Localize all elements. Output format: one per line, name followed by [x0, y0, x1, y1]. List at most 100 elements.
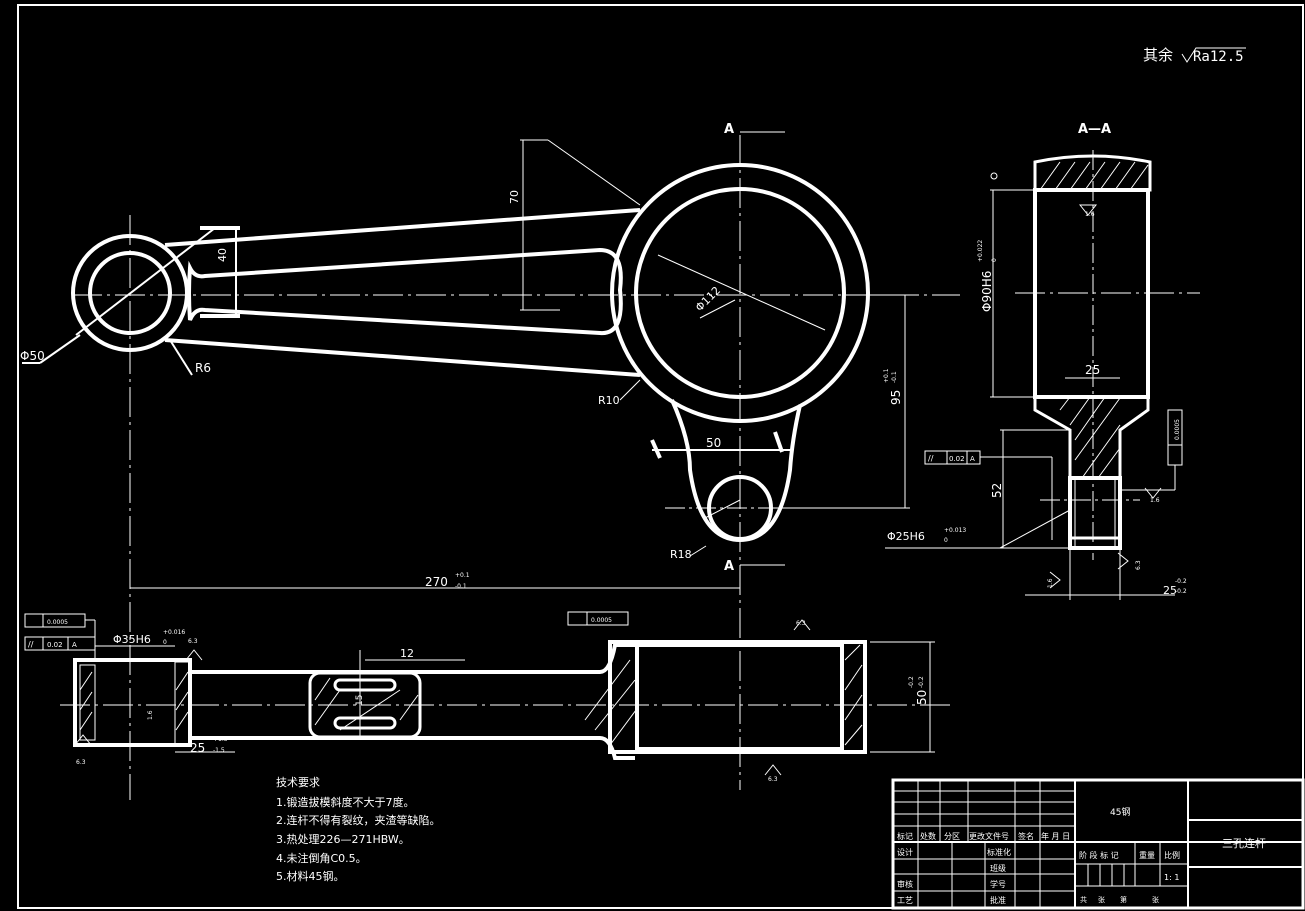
tol-90-lo: 0 — [991, 258, 998, 262]
dim-h15: 15 — [355, 695, 365, 706]
dim-w25c: 25 — [190, 741, 205, 755]
tol-95-up: +0.1 — [883, 368, 890, 383]
tb-stage-label: 比例 — [1164, 850, 1180, 860]
tb-row-label: 更改文件号 — [969, 831, 1009, 841]
tol-50-lo: -0.2 — [918, 676, 925, 688]
tol-cyl1: 0.0005 — [1174, 419, 1181, 440]
dim-h52: 52 — [990, 483, 1004, 498]
tb-left-label: 设计 — [897, 847, 913, 857]
tol-90-up: +0.022 — [977, 240, 984, 262]
tol-270-lo: -0.1 — [455, 583, 467, 590]
title-block-labels: 45钢 三孔连杆 标记 处数 分区 更改文件号 签名 年 月 日 设计 审核 工… — [897, 806, 1266, 905]
dim-h95: 95 — [889, 390, 903, 405]
rough-1-6-c: 1.6 — [1047, 578, 1054, 588]
bottom-view — [24, 587, 950, 760]
tb-row-label: 分区 — [944, 832, 960, 841]
tech-req-item: 2.连杆不得有裂纹，夹渣等缺陷。 — [276, 813, 441, 827]
section-title: A—A — [1078, 122, 1111, 137]
tb-sheet-label: 第 — [1120, 895, 1127, 904]
tech-req-title: 技术要求 — [276, 776, 320, 789]
tol-par1-ref: A — [970, 455, 975, 463]
tb-row-label: 标记 — [897, 831, 913, 841]
dim-h50: 50 — [915, 690, 929, 705]
dim-r10: R10 — [598, 394, 620, 407]
front-view — [22, 131, 960, 800]
title-block — [891, 778, 1305, 910]
tb-row-label: 年 月 日 — [1041, 831, 1070, 841]
tb-mid-label: 班级 — [990, 863, 1006, 873]
surface-note: 其余 Ra12.5 — [1143, 46, 1246, 65]
rough-6-3-c: 6.3 — [796, 620, 806, 627]
tol-par2-ref: A — [72, 641, 77, 649]
tol-par1-sym: // — [928, 454, 934, 463]
rough-1-6-b: 1.6 — [1150, 497, 1160, 504]
tol-par1-val: 0.02 — [949, 455, 965, 463]
section-view — [885, 150, 1200, 600]
dim-r18: R18 — [670, 548, 692, 561]
tol-par2-sym: // — [28, 640, 34, 649]
dim-d112: Φ112 — [693, 284, 723, 314]
bottom-view-labels: 270 +0.1 -0.1 Φ35H6 +0.016 0 12 15 25 +1… — [28, 572, 929, 755]
tol-25c-up: +1.5 — [213, 736, 228, 743]
tech-req-item: 4.未注倒角C0.5。 — [276, 851, 367, 865]
tol-50-up: -0.2 — [908, 676, 915, 688]
tb-mid-label: 学号 — [990, 879, 1006, 889]
tb-mid-label: 批准 — [990, 895, 1006, 905]
dim-d25: Φ25H6 — [887, 530, 925, 543]
dim-h70: 70 — [508, 190, 521, 204]
tb-sheet-label: 共 — [1080, 895, 1087, 904]
surface-note-prefix: 其余 — [1143, 46, 1173, 64]
tb-part-name: 三孔连杆 — [1222, 836, 1266, 850]
tb-left-label: 工艺 — [897, 896, 913, 905]
section-mark-bottom: A — [724, 559, 734, 574]
dim-d90: Φ90H6 — [980, 271, 994, 312]
dim-h40: 40 — [216, 248, 229, 262]
rough-1-6-d: 1.6 — [147, 710, 154, 720]
tech-req-item: 1.锻造拔模斜度不大于7度。 — [276, 795, 415, 809]
tol-25-lo: 0 — [944, 537, 948, 544]
tb-scale: 1: 1 — [1164, 873, 1179, 882]
tol-25b-up: -0.2 — [1175, 578, 1187, 585]
rough-6-3-d: 6.3 — [768, 776, 778, 783]
roughness-labels: 6.3 6.3 6.3 6.3 1.6 — [76, 620, 806, 783]
rough-6-3-a: 6.3 — [76, 759, 86, 766]
technical-requirements: 技术要求 1.锻造拔模斜度不大于7度。 2.连杆不得有裂纹，夹渣等缺陷。 3.热… — [276, 776, 441, 883]
dim-d50: Φ50 — [20, 349, 45, 363]
tol-25b-lo: -0.2 — [1175, 588, 1187, 595]
tol-35-lo: 0 — [163, 639, 167, 646]
section-mark-top: A — [724, 122, 734, 137]
tb-row-label: 处数 — [920, 831, 936, 841]
tb-sheet-label: 张 — [1152, 895, 1159, 904]
dim-r6: R6 — [195, 361, 211, 375]
dim-w12: 12 — [400, 647, 414, 660]
rough-6-3-sec: 6.3 — [1135, 560, 1142, 570]
dim-l270: 270 — [425, 575, 448, 589]
rough-6-3-b: 6.3 — [188, 638, 198, 645]
drawing-frame — [17, 4, 1304, 909]
dim-w50: 50 — [706, 436, 721, 450]
tb-mid-label: 标准化 — [987, 847, 1011, 857]
tol-par2-val: 0.02 — [47, 641, 63, 649]
tol-25c-lo: -1.5 — [213, 747, 225, 754]
tech-req-item: 3.热处理226—271HBW。 — [276, 833, 410, 846]
tech-req-item: 5.材料45钢。 — [276, 869, 345, 883]
dim-w25: 25 — [1085, 363, 1100, 377]
surface-note-value: Ra12.5 — [1193, 49, 1244, 65]
rough-1-6-a: 1.6 — [1085, 211, 1095, 218]
tb-stage-label: 重量 — [1139, 850, 1155, 860]
tb-sheet-label: 张 — [1098, 895, 1105, 904]
tol-95-lo: -0.1 — [891, 371, 898, 383]
tol-cyl2: 0.0005 — [47, 619, 68, 626]
front-view-labels: Φ50 R6 40 70 Φ112 R10 50 95 +0.1 -0.1 R1… — [20, 122, 903, 574]
tol-35-up: +0.016 — [163, 629, 185, 636]
tol-cyl3: 0.0005 — [591, 617, 612, 624]
tol-25-up: +0.013 — [944, 527, 966, 534]
tol-270-up: +0.1 — [455, 572, 470, 579]
tb-row-label: 签名 — [1018, 831, 1034, 841]
dim-d35: Φ35H6 — [113, 633, 151, 646]
tb-left-label: 审核 — [897, 879, 913, 889]
section-view-labels: A—A Φ90H6 +0.022 0 25 1.6 1.6 52 Φ25H6 +… — [887, 122, 1187, 597]
dim-w25b: 25 — [1163, 584, 1177, 597]
tb-stage-label: 阶 段 标 记 — [1079, 850, 1119, 860]
